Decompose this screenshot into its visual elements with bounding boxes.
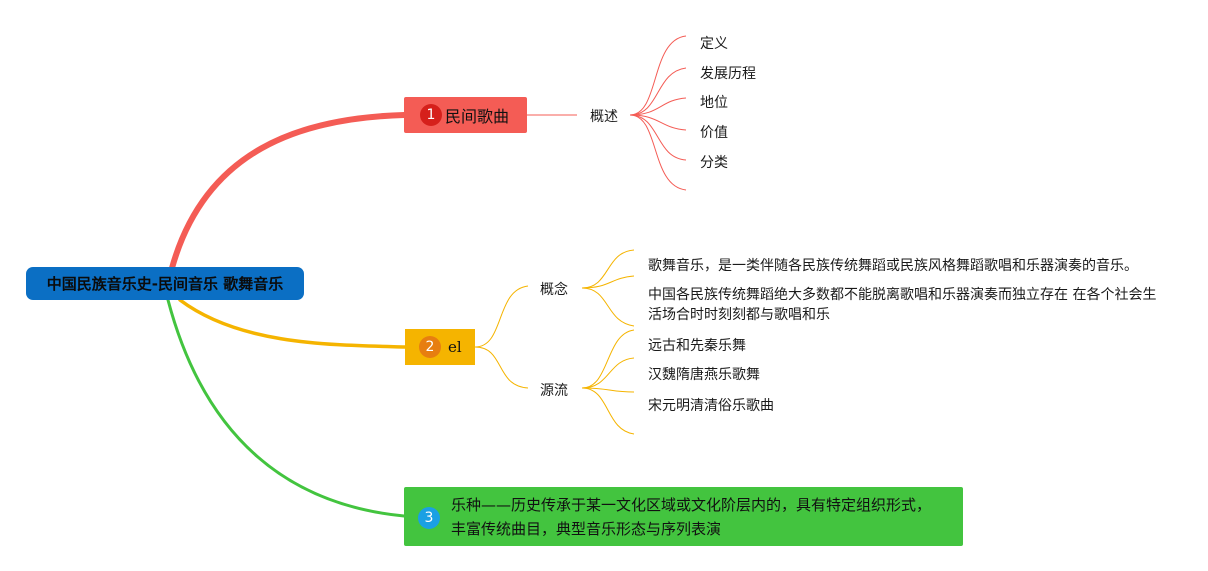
leaf-origin-ancient[interactable]: 远古和先秦乐舞	[648, 338, 746, 354]
branch-folk-songs[interactable]: 1 民间歌曲	[404, 97, 527, 133]
root-node[interactable]: 中国民族音乐史-民间音乐 歌舞音乐	[26, 267, 304, 300]
root-to-branch3-line	[166, 298, 406, 518]
root-to-branch1-line	[169, 112, 407, 271]
badge-1-icon: 1	[420, 104, 442, 126]
branch-song-dance-label: el	[448, 338, 462, 356]
badge-2-icon: 2	[419, 336, 441, 358]
leaf-value[interactable]: 价值	[700, 125, 728, 141]
overview-fan-lines	[629, 35, 687, 191]
concept-fan-lines	[581, 249, 635, 327]
branch-folk-songs-label: 民间歌曲	[445, 107, 510, 126]
origin-fan-lines	[581, 329, 635, 435]
leaf-history[interactable]: 发展历程	[700, 66, 756, 82]
leaf-status[interactable]: 地位	[700, 95, 728, 111]
leaf-definition[interactable]: 定义	[700, 36, 728, 52]
badge-3-icon: 3	[418, 506, 440, 529]
node-overview[interactable]: 概述	[590, 109, 618, 125]
leaf-origin-han-tang[interactable]: 汉魏隋唐燕乐歌舞	[648, 367, 760, 383]
leaf-origin-song-qing[interactable]: 宋元明清清俗乐歌曲	[648, 398, 774, 414]
leaf-concept-dependency[interactable]: 中国各民族传统舞蹈绝大多数都不能脱离歌唱和乐器演奏而独立存在 在各个社会生活场合…	[648, 287, 1157, 323]
leaf-concept-definition[interactable]: 歌舞音乐，是一类伴随各民族传统舞蹈或民族风格舞蹈歌唱和乐器演奏的音乐。	[648, 258, 1138, 274]
root-title: 中国民族音乐史-民间音乐 歌舞音乐	[46, 275, 284, 293]
node-origin[interactable]: 源流	[540, 383, 568, 399]
root-to-branch2-line	[178, 298, 407, 349]
leaf-classification[interactable]: 分类	[700, 155, 728, 171]
node-concept[interactable]: 概念	[540, 282, 568, 298]
branch2-fan-lines	[474, 285, 529, 389]
branch-song-dance[interactable]: 2 el	[405, 329, 475, 365]
branch-music-genre[interactable]: 3 乐种——历史传承于某一文化区域或文化阶层内的，具有特定组织形式，丰富传统曲目…	[404, 487, 963, 546]
branch-music-genre-label: 乐种——历史传承于某一文化区域或文化阶层内的，具有特定组织形式，丰富传统曲目，典…	[451, 495, 932, 538]
